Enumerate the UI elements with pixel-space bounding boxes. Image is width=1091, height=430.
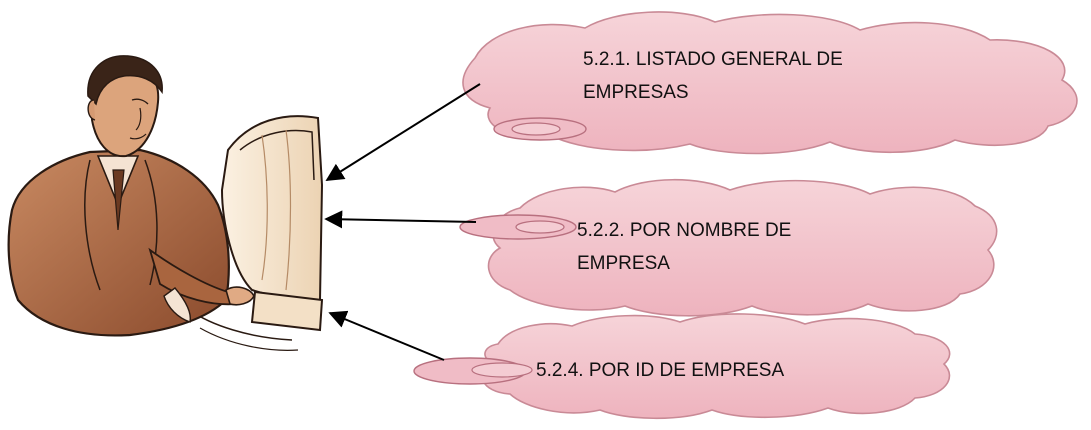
callout-1-line-2: EMPRESAS <box>583 82 689 103</box>
callout-2-text: 5.2.2. POR NOMBRE DE EMPRESA <box>577 214 791 280</box>
arrow-3 <box>328 310 445 361</box>
monitor-icon <box>189 115 324 351</box>
callout-2-line-1: 5.2.2. POR NOMBRE DE <box>577 220 792 241</box>
callout-2-line-2: EMPRESA <box>577 253 670 274</box>
callout-3-text: 5.2.4. POR ID DE EMPRESA <box>536 354 784 387</box>
callout-3-line-1: 5.2.4. POR ID DE EMPRESA <box>536 360 785 381</box>
callout-1-text: 5.2.1. LISTADO GENERAL DE EMPRESAS <box>583 43 843 109</box>
arrow-2 <box>324 210 477 229</box>
cloud-2 <box>459 178 998 317</box>
cloud-3 <box>413 313 951 420</box>
arrow-1 <box>325 83 481 181</box>
person-head <box>87 55 163 158</box>
businessman-at-computer-icon <box>7 55 324 351</box>
callout-1-line-1: 5.2.1. LISTADO GENERAL DE <box>583 49 843 70</box>
cloud-1 <box>462 11 1078 155</box>
person-body <box>7 148 255 337</box>
